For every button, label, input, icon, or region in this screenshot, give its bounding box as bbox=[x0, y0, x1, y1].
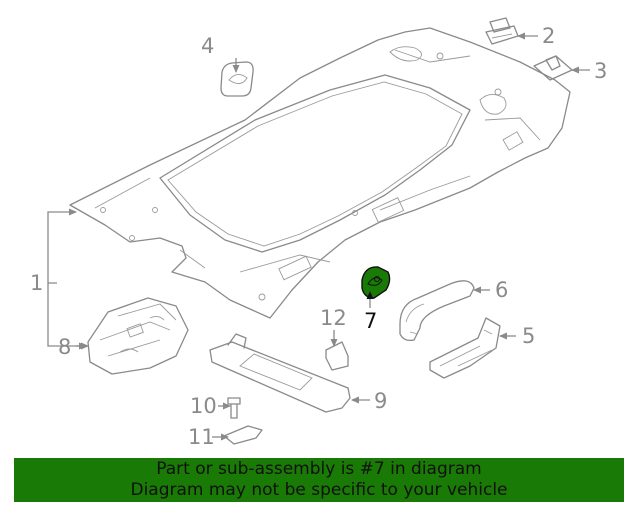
leader-lines bbox=[47, 32, 590, 441]
part-7-highlighted bbox=[361, 266, 391, 299]
callout-6: 6 bbox=[495, 278, 508, 302]
part-3-clip bbox=[533, 55, 573, 81]
callout-8: 8 bbox=[58, 335, 71, 359]
callout-7: 7 bbox=[364, 309, 377, 333]
part-9-sun-visor bbox=[209, 333, 351, 413]
part-info-banner: Part or sub-assembly is #7 in diagram Di… bbox=[14, 458, 624, 502]
part-12-clip bbox=[325, 341, 349, 371]
banner-line-2: Diagram may not be specific to your vehi… bbox=[130, 480, 508, 500]
banner-line-1: Part or sub-assembly is #7 in diagram bbox=[156, 459, 482, 479]
part-4-lamp bbox=[220, 61, 254, 97]
callout-12: 12 bbox=[320, 306, 347, 330]
callout-9: 9 bbox=[374, 389, 387, 413]
callout-10: 10 bbox=[190, 394, 217, 418]
part-8-console bbox=[87, 297, 189, 375]
parts-diagram: 1 2 3 4 5 6 7 8 9 10 11 12 bbox=[30, 17, 607, 449]
callout-5: 5 bbox=[522, 324, 535, 348]
callout-1: 1 bbox=[30, 271, 43, 295]
headliner-part bbox=[69, 27, 571, 319]
callout-3: 3 bbox=[594, 59, 607, 83]
callout-11: 11 bbox=[188, 425, 215, 449]
part-6-grab-handle bbox=[399, 280, 475, 342]
part-10-screw bbox=[227, 397, 241, 419]
callout-4: 4 bbox=[201, 34, 214, 58]
part-11-cover bbox=[223, 425, 263, 445]
callout-2: 2 bbox=[542, 24, 555, 48]
part-5-bracket bbox=[429, 317, 501, 379]
part-2-clip bbox=[485, 17, 519, 45]
